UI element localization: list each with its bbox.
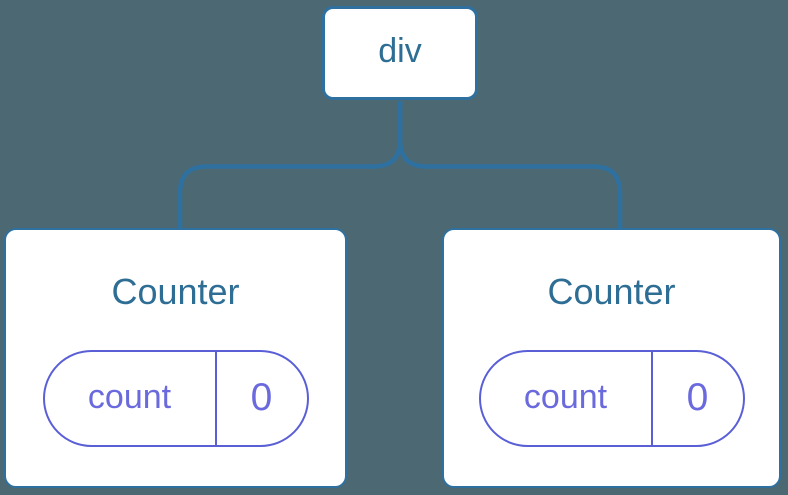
- branch-line-left: [177, 101, 403, 229]
- branch-line-right: [397, 101, 623, 229]
- state-key: count: [45, 352, 217, 445]
- root-node-div: div: [322, 6, 478, 100]
- state-pill: count 0: [42, 350, 309, 447]
- component-name: Counter: [111, 271, 240, 312]
- counter-card-left: Counter count 0: [4, 228, 347, 488]
- state-value: 0: [250, 375, 273, 419]
- state-key: count: [481, 352, 653, 445]
- counter-card-right: Counter count 0: [442, 228, 781, 488]
- state-pill: count 0: [478, 350, 745, 447]
- state-value: 0: [686, 375, 709, 419]
- component-name: Counter: [547, 271, 676, 312]
- root-node-label: div: [378, 32, 422, 70]
